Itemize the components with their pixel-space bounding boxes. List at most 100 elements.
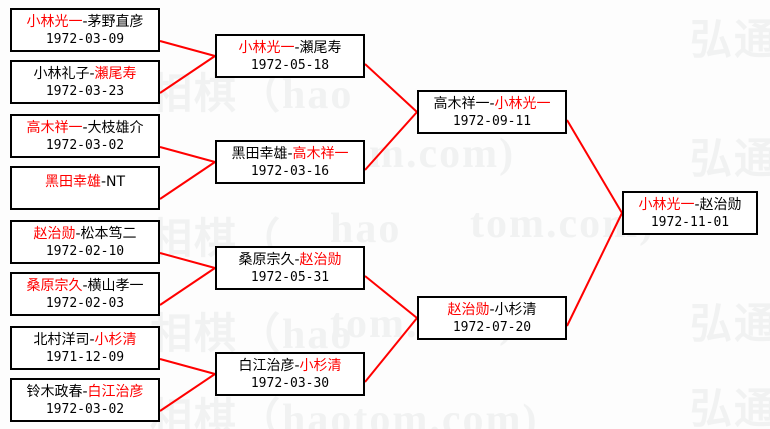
- match-players: 铃木政春-白江治彦: [26, 383, 143, 401]
- match-date: 1972-03-02: [45, 137, 125, 153]
- match-date: 1972-05-18: [250, 57, 330, 73]
- connector-line: [364, 275, 418, 319]
- connector-line: [159, 55, 216, 94]
- match-date: 1972-03-23: [45, 83, 125, 99]
- match-date: 1971-12-09: [45, 349, 125, 365]
- player-loser: 横山孝一: [87, 277, 144, 294]
- match-box-r1m4[interactable]: 黑田幸雄-NT: [10, 166, 160, 210]
- connector-line: [364, 63, 418, 113]
- player-loser: 小杉清: [494, 301, 537, 318]
- match-date: 1972-09-11: [452, 113, 532, 129]
- player-separator: -: [694, 196, 700, 213]
- player-separator: -: [82, 383, 88, 400]
- player-separator: -: [294, 39, 300, 56]
- match-date: 1972-03-02: [45, 401, 125, 417]
- player-separator: -: [82, 13, 88, 30]
- match-date: 1972-02-10: [45, 243, 125, 259]
- connector-line: [159, 161, 216, 200]
- player-winner: 小林光一: [638, 196, 695, 213]
- player-separator: -: [75, 225, 81, 242]
- player-loser: 桑原宗久: [238, 251, 295, 268]
- player-separator: -: [89, 65, 95, 82]
- connector-line: [159, 267, 216, 306]
- player-separator: -: [89, 331, 95, 348]
- connector-line: [364, 317, 418, 383]
- connector-line: [159, 358, 216, 375]
- player-loser: NT: [106, 174, 126, 190]
- player-winner: 赵治勋: [33, 225, 76, 242]
- player-winner: 桑原宗久: [26, 277, 83, 294]
- player-loser: 赵治勋: [699, 196, 742, 213]
- player-loser: 茅野直彦: [87, 13, 144, 30]
- player-separator: -: [82, 119, 88, 136]
- player-winner: 小杉清: [94, 331, 137, 348]
- connector-line: [159, 252, 216, 269]
- connector-line: [364, 111, 418, 171]
- player-loser: 黑田幸雄: [231, 145, 288, 162]
- player-winner: 瀬尾寿: [94, 65, 137, 82]
- player-separator: -: [294, 357, 300, 374]
- player-winner: 高木祥一: [292, 145, 349, 162]
- player-separator: -: [100, 174, 107, 190]
- match-players: 高木祥一-大枝雄介: [26, 119, 143, 137]
- match-players: 北村洋司-小杉清: [33, 331, 136, 349]
- connector-line: [159, 373, 216, 412]
- match-players: 桑原宗久-横山孝一: [26, 277, 143, 295]
- connector-line: [566, 119, 623, 214]
- player-loser: 松本笃二: [80, 225, 137, 242]
- player-loser: 大枝雄介: [87, 119, 144, 136]
- player-separator: -: [294, 251, 300, 268]
- match-players: 小林礼子-瀬尾寿: [33, 65, 136, 83]
- connector-line: [159, 40, 216, 57]
- player-winner: 高木祥一: [26, 119, 83, 136]
- match-players: 小林光一-赵治勋: [638, 196, 741, 214]
- player-separator: -: [489, 301, 495, 318]
- match-players: 桑原宗久-赵治勋: [238, 251, 341, 269]
- player-separator: -: [82, 277, 88, 294]
- player-loser: 白江治彦: [238, 357, 295, 374]
- connector-line: [566, 212, 623, 327]
- match-players: 小林光一-茅野直彦: [26, 13, 143, 31]
- player-loser: 北村洋司: [33, 331, 90, 348]
- player-winner: 小杉清: [299, 357, 342, 374]
- match-players: 赵治勋-松本笃二: [33, 225, 136, 243]
- match-date: 1972-05-31: [250, 269, 330, 285]
- match-players: 赵治勋-小杉清: [447, 301, 536, 319]
- match-date: 1972-03-09: [45, 31, 125, 47]
- player-loser: 铃木政春: [26, 383, 83, 400]
- match-date: 1972-11-01: [650, 214, 730, 230]
- player-winner: 赵治勋: [447, 301, 490, 318]
- match-date: 1972-03-30: [250, 375, 330, 391]
- match-players: 白江治彦-小杉清: [238, 357, 341, 375]
- player-winner: 小林光一: [26, 13, 83, 30]
- match-date: 1972-02-03: [45, 295, 125, 311]
- connector-line: [159, 146, 216, 163]
- player-loser: 高木祥一: [433, 95, 490, 112]
- match-players: 黑田幸雄-NT: [45, 173, 125, 191]
- player-separator: -: [287, 145, 293, 162]
- player-winner: 白江治彦: [87, 383, 144, 400]
- player-winner: 小林光一: [238, 39, 295, 56]
- match-date: 1972-03-16: [250, 163, 330, 179]
- player-winner: 黑田幸雄: [44, 174, 101, 190]
- player-winner: 赵治勋: [299, 251, 342, 268]
- player-loser: 瀬尾寿: [299, 39, 342, 56]
- match-date: 1972-07-20: [452, 319, 532, 335]
- match-players: 高木祥一-小林光一: [433, 95, 550, 113]
